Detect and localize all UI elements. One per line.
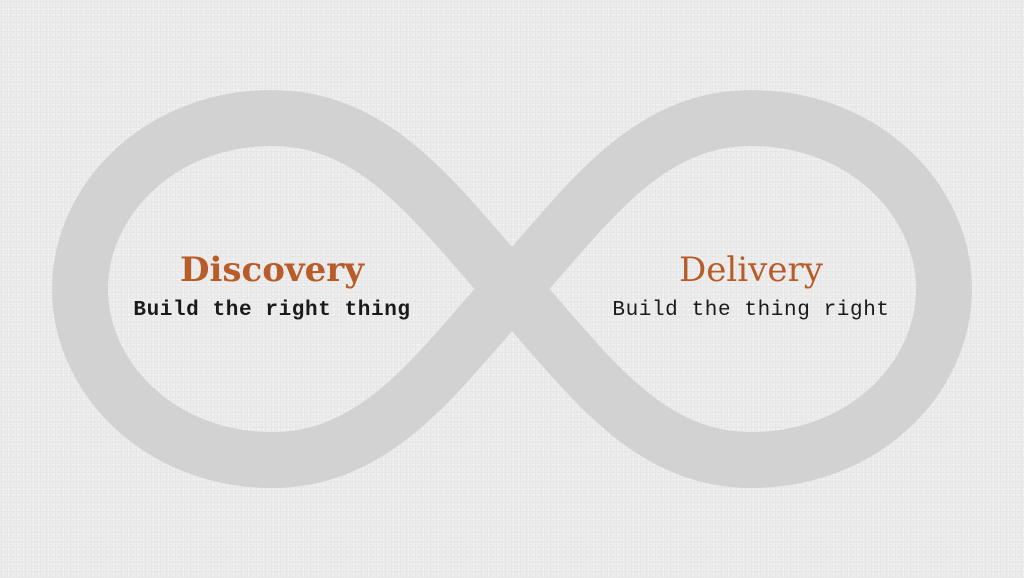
discovery-title: Discovery bbox=[180, 250, 364, 290]
discovery-subtitle: Build the right thing bbox=[133, 299, 411, 322]
discovery-label: Discovery Build the right thing bbox=[133, 246, 410, 326]
delivery-label: Delivery Build the thing right bbox=[612, 246, 889, 326]
infinity-loop-path bbox=[52, 90, 972, 488]
delivery-title: Delivery bbox=[679, 250, 823, 290]
delivery-subtitle: Build the thing right bbox=[612, 299, 890, 322]
